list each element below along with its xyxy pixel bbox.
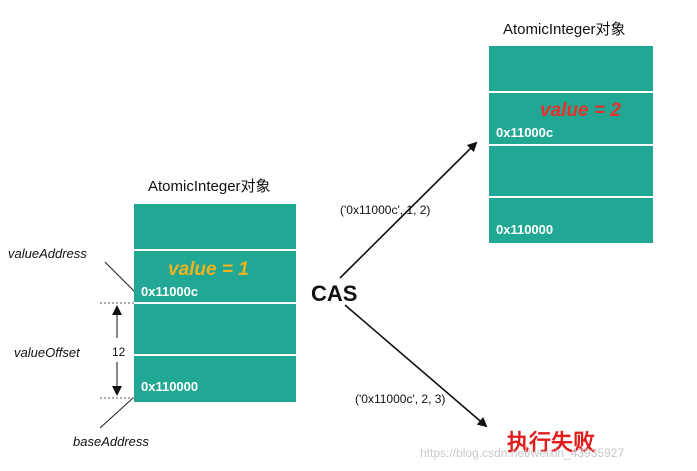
right-block-value [489, 93, 653, 144]
left-block-3 [134, 304, 296, 354]
base-address-pointer [99, 397, 134, 429]
right-value-address: 0x11000c [496, 125, 554, 140]
left-value-address: 0x11000c [141, 284, 199, 299]
cas-fail-arrow [344, 304, 488, 428]
right-object-title: AtomicInteger对象 [503, 21, 626, 38]
right-block-base [489, 198, 653, 243]
cas-fail-label: 执行失败 [507, 430, 596, 455]
left-memory-stack [134, 204, 296, 402]
left-value-label: value = 1 [168, 259, 249, 280]
watermark: https://blog.csdn.net/weixin_43935927 [420, 446, 625, 460]
right-value-label: value = 2 [540, 100, 621, 121]
cas-success-args: ('0x11000c', 1, 2) [340, 203, 431, 217]
base-address-label: baseAddress [73, 434, 149, 449]
offset-number: 12 [112, 345, 126, 359]
left-block-base [134, 356, 296, 402]
left-object-title: AtomicInteger对象 [148, 178, 271, 195]
value-address-pointer [104, 261, 139, 296]
left-block-1 [134, 204, 296, 249]
cas-fail-args: ('0x11000c', 2, 3) [355, 392, 446, 406]
left-base-address: 0x110000 [141, 379, 199, 394]
cas-success-arrow [339, 141, 478, 279]
cas-label: CAS [311, 281, 358, 306]
right-memory-stack [489, 46, 653, 243]
right-base-address: 0x110000 [496, 222, 554, 237]
value-address-label: valueAddress [8, 246, 87, 261]
right-block-3 [489, 146, 653, 196]
right-block-1 [489, 46, 653, 91]
left-block-value [134, 251, 296, 302]
value-offset-label: valueOffset [14, 345, 80, 360]
